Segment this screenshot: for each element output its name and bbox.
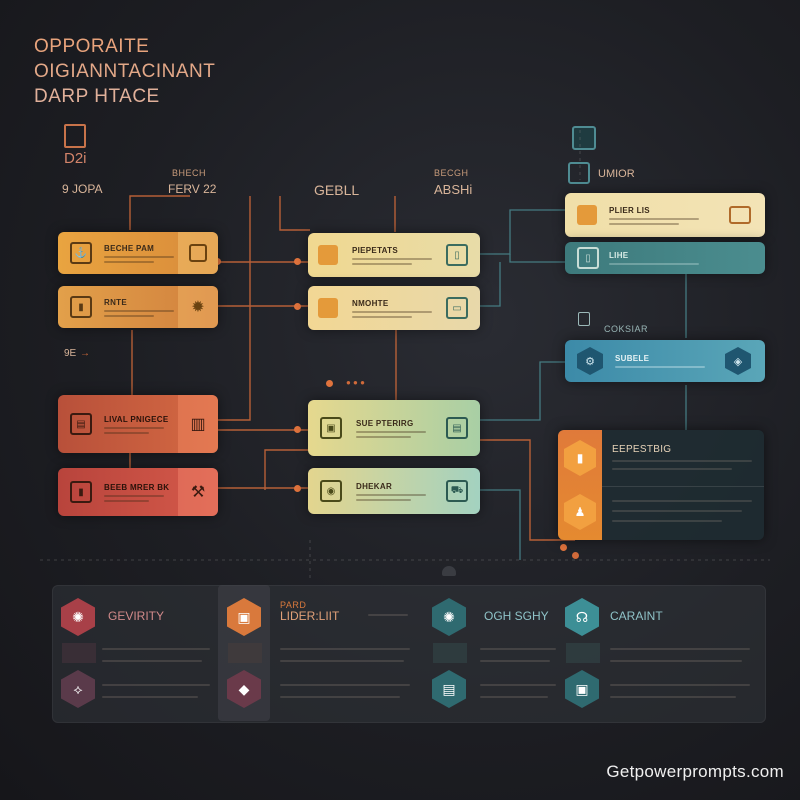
dark-card[interactable]: ▮ ♟ EEPESTBIG — [558, 430, 764, 540]
side-arrow-icon: → — [80, 348, 90, 359]
section-title-4: CARAINT — [610, 609, 663, 623]
image-icon — [729, 206, 751, 224]
middle-card-3[interactable]: ▣ SUE PTERIRG ▤ — [308, 400, 480, 456]
card-title: SUE PTERIRG — [356, 418, 414, 428]
phone-icon: ▯ — [446, 244, 468, 266]
bar-chart-icon: ▮ — [70, 481, 92, 503]
card-title: BEEB MRER BK — [104, 482, 170, 492]
right-card-1[interactable]: PLIER LIS — [565, 193, 765, 237]
truck-icon: ⛟ — [446, 480, 468, 502]
title-line-3: DARP HTACE — [34, 86, 160, 107]
card-title: LIHE — [609, 251, 629, 260]
cube-icon — [318, 298, 338, 318]
monitor-icon: ▣ — [320, 417, 342, 439]
file-icon: ▥ — [178, 395, 218, 453]
document-icon: ▤ — [70, 413, 92, 435]
section-1-block — [62, 643, 96, 663]
card-title: LIVAL PNIGECE — [104, 414, 169, 424]
left-card-1[interactable]: ⚓ BECHE PAM — [58, 232, 218, 274]
left-card-4[interactable]: ▮ BEEB MRER BK ⚒ — [58, 468, 218, 516]
cloud-icon — [442, 566, 456, 576]
dark-card-title: EEPESTBIG — [612, 444, 672, 455]
column-label-3: GEBLL — [314, 182, 360, 198]
bar-chart-icon: ▮ — [70, 296, 92, 318]
column-label-2: FERV 22 — [168, 182, 217, 196]
bottom-panel — [52, 585, 766, 723]
connector-dot — [326, 380, 333, 387]
section-3-block — [433, 643, 467, 663]
share-icon: ◈ — [725, 347, 751, 375]
column-label-5: UMIOR — [598, 168, 635, 180]
gear-icon: ⚙ — [577, 347, 603, 375]
card-title: BECHE PAM — [104, 243, 155, 253]
cube-icon — [318, 245, 338, 265]
card-title: PIEPETATS — [352, 245, 398, 255]
section-title-2: LIDER:LIIT — [280, 609, 340, 623]
column-sublabel-2: BECGH — [434, 168, 469, 178]
card-title: NMOHTE — [352, 298, 389, 308]
section-4-block — [566, 643, 600, 663]
book-icon: ▤ — [446, 417, 468, 439]
circle-icon — [189, 244, 207, 262]
right-card-3[interactable]: ⚙ SUBELE ◈ — [565, 340, 765, 382]
column-label-4: ABSHi — [434, 182, 473, 197]
right-section-label: COKSIAR — [604, 324, 649, 334]
section-2-block — [228, 643, 262, 663]
connector-dot — [560, 544, 567, 551]
lock-icon — [578, 312, 590, 326]
tool-icon: ⚒ — [178, 468, 218, 516]
section-title-1: GEVIRITY — [108, 609, 165, 623]
card-title: PLIER LIS — [609, 205, 650, 215]
title-line-1: OPPORAITE — [34, 36, 150, 57]
ship-icon: ⚓ — [70, 242, 92, 264]
dot-cluster: ● ● ● — [346, 378, 365, 387]
card-badge — [178, 232, 218, 274]
camera-icon: ◉ — [320, 480, 342, 502]
connector-dot — [572, 552, 579, 559]
left-card-3[interactable]: ▤ LIVAL PNIGECE ▥ — [58, 395, 218, 453]
connector-dot — [294, 485, 301, 492]
monitor-icon — [568, 162, 590, 184]
middle-card-2[interactable]: NMOHTE ▭ — [308, 286, 480, 330]
connector-dot — [294, 258, 301, 265]
device-icon — [572, 126, 596, 150]
gear-icon: ✹ — [178, 286, 218, 328]
column-label-1: 9 JOPA — [62, 182, 103, 196]
card-title: DHEKAR — [356, 481, 393, 491]
middle-card-4[interactable]: ◉ DHEKAR ⛟ — [308, 468, 480, 514]
right-card-2[interactable]: ▯ LIHE — [565, 242, 765, 274]
card-title: SUBELE — [615, 354, 650, 363]
document-icon: ▭ — [446, 297, 468, 319]
phone-icon: ▯ — [577, 247, 599, 269]
cube-icon — [577, 205, 597, 225]
document-icon — [64, 124, 86, 148]
connector-dot — [294, 426, 301, 433]
card-title: RNTE — [104, 297, 127, 307]
column-sublabel-1: BHECH — [172, 168, 207, 178]
watermark: Getpowerprompts.com — [606, 762, 784, 781]
section-subtitle-2: PARD — [280, 600, 307, 610]
title-line-2: OIGIANNTACINANT — [34, 61, 216, 82]
connector-dot — [294, 303, 301, 310]
side-label: 9E — [64, 348, 77, 359]
top-left-label: D2i — [64, 150, 87, 167]
section-title-3: OGH SGHY — [484, 609, 549, 623]
middle-card-1[interactable]: PIEPETATS ▯ — [308, 233, 480, 277]
left-card-2[interactable]: ▮ RNTE ✹ — [58, 286, 218, 328]
